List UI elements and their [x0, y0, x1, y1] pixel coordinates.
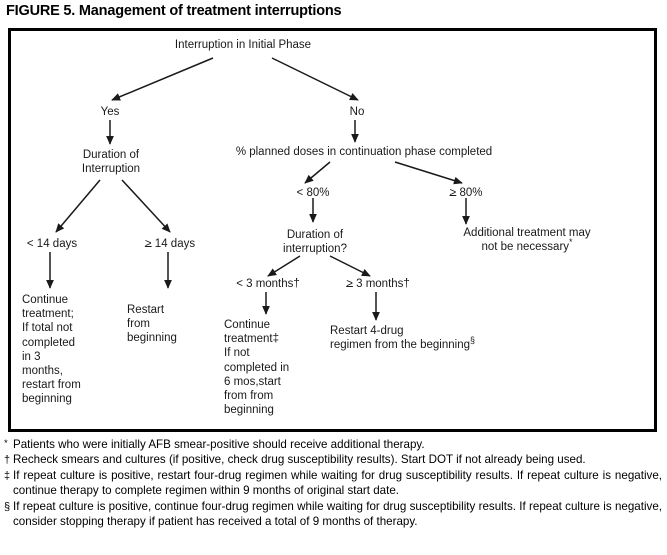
footnote-marker-dagger: † [293, 278, 300, 290]
footnote-text: Recheck smears and cultures (if positive… [13, 453, 586, 467]
page-title: FIGURE 5. Management of treatment interr… [6, 3, 342, 19]
footnote-text: If repeat culture is positive, restart f… [13, 468, 662, 498]
footnotes-list: * Patients who were initially AFB smear-p… [4, 437, 662, 529]
footnote-marker: § [4, 500, 11, 513]
node-gte-80-percent: > 80% [450, 186, 483, 200]
node-restart-from-beginning: Restart from beginning [127, 304, 177, 345]
node-gte-3-months: > 3 months† [346, 277, 410, 291]
node-restart-4drug-regimen: Restart 4-drug regimen from the beginnin… [330, 324, 475, 352]
continue-treatment-rest: If not completed in 6 mos,start from fro… [224, 347, 290, 417]
continue-treatment-label: Continue treatment [224, 319, 273, 346]
node-lt-3-months: < 3 months† [236, 277, 300, 291]
node-continue-treatment-6mos: Continue treatment‡ If not completed in … [224, 318, 289, 417]
footnote-item: * Patients who were initially AFB smear-p… [4, 437, 662, 452]
footnote-text: Patients who were initially AFB smear-po… [13, 438, 425, 451]
footnote-marker: † [4, 454, 11, 467]
footnote-marker-ddagger: ‡ [272, 333, 279, 346]
gte-3-months-text: 3 months [352, 278, 404, 290]
footnote-marker-dagger: † [403, 278, 410, 290]
node-lt-14-days: < 14 days [26, 238, 78, 250]
node-lt-80-percent: < 80% [296, 187, 330, 199]
footnote-marker: * [4, 438, 8, 449]
footnote-item: §If repeat culture is positive, continue… [4, 499, 662, 530]
node-branch-no: No [349, 106, 365, 118]
gte-symbol: > [449, 187, 457, 199]
additional-treatment-text: Additional treatment may not be necessar… [463, 227, 591, 254]
node-additional-treatment: Additional treatment may not be necessar… [457, 226, 597, 254]
node-gte-14-days: > 14 days [145, 237, 195, 251]
footnote-item: ‡If repeat culture is positive, restart … [4, 468, 662, 499]
footnote-text: If repeat culture is positive, continue … [13, 499, 662, 529]
node-percent-planned-doses: % planned doses in continuation phase co… [235, 146, 493, 158]
gte-symbol: > [144, 238, 152, 250]
node-duration-of-interruption: Duration of Interruption [81, 149, 141, 176]
node-duration-of-interruption-q: Duration of interruption? [283, 229, 347, 256]
node-root: Interruption in Initial Phase [174, 39, 312, 51]
node-branch-yes: Yes [100, 106, 120, 118]
footnote-marker-asterisk: * [569, 237, 573, 248]
node-continue-treatment-total: Continue treatment; If total not complet… [22, 294, 81, 406]
restart-4drug-text: Restart 4-drug regimen from the beginnin… [330, 325, 470, 352]
gte-80-percent-text: 80% [456, 187, 483, 199]
gte-symbol: > [346, 278, 353, 290]
footnote-item: †Recheck smears and cultures (if positiv… [4, 452, 662, 467]
lt-3-months-text: < 3 months [236, 278, 294, 290]
gte-14-days-text: 14 days [151, 238, 196, 250]
footnote-marker-section: § [470, 335, 475, 346]
footnote-marker: ‡ [4, 469, 11, 482]
